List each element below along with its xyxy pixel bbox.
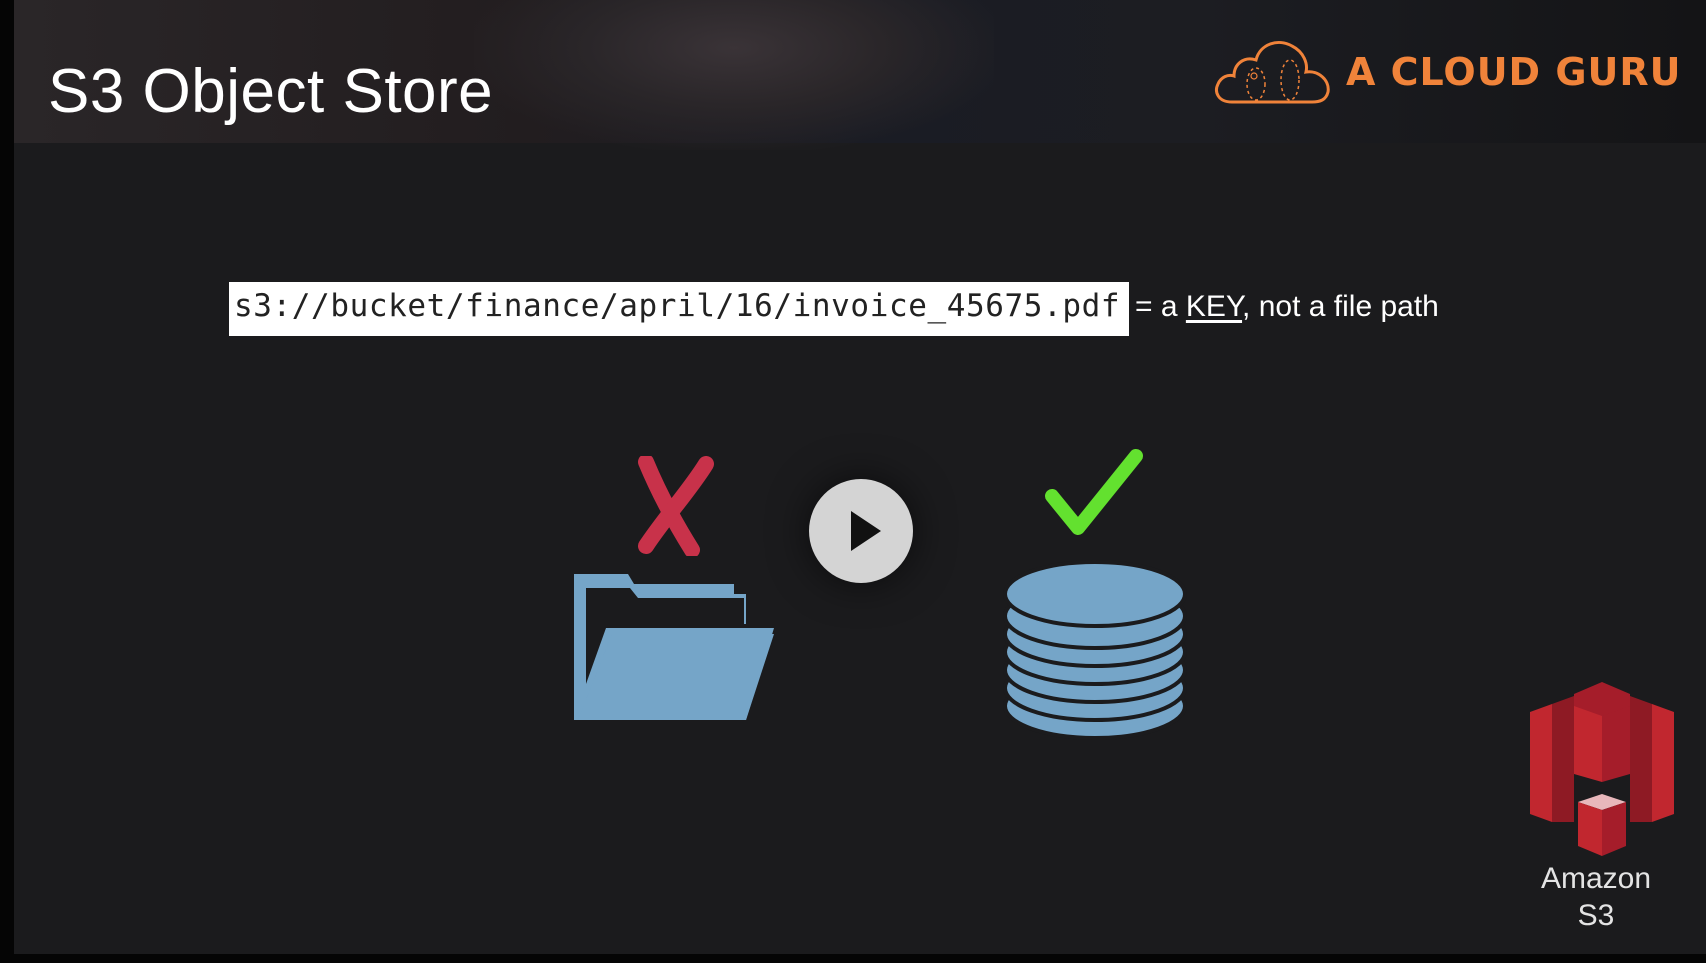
amazon-s3-logo xyxy=(1530,682,1674,856)
database-icon xyxy=(1003,560,1187,740)
folder-icon xyxy=(574,574,774,720)
slide-header: S3 Object Store A CLOUD GURU xyxy=(14,0,1706,150)
cloud-icon xyxy=(1215,41,1330,104)
check-icon xyxy=(1045,449,1143,535)
s3-key-path-box: s3://bucket/finance/april/16/invoice_456… xyxy=(229,282,1129,336)
amazon-s3-label-line2: S3 xyxy=(1577,899,1615,932)
amazon-s3-label: Amazon S3 xyxy=(1536,860,1656,934)
play-button[interactable] xyxy=(809,479,913,583)
key-desc-suffix: , not a file path xyxy=(1242,290,1439,323)
brand-name: A CLOUD GURU xyxy=(1346,50,1682,94)
amazon-s3-label-line1: Amazon xyxy=(1540,862,1652,895)
slide: S3 Object Store A CLOUD GURU s3://bucket… xyxy=(14,0,1706,954)
slide-title: S3 Object Store xyxy=(48,57,494,126)
presenter-video-overlay xyxy=(474,0,994,150)
brand-logo: A CLOUD GURU xyxy=(1212,36,1692,110)
cross-icon xyxy=(638,456,714,556)
s3-key-path: s3://bucket/finance/april/16/invoice_456… xyxy=(234,288,1121,324)
key-desc-key: KEY xyxy=(1185,290,1243,323)
key-description: = a KEY, not a file path xyxy=(1135,290,1439,324)
play-icon xyxy=(851,511,881,551)
key-desc-prefix: = a xyxy=(1135,290,1186,323)
